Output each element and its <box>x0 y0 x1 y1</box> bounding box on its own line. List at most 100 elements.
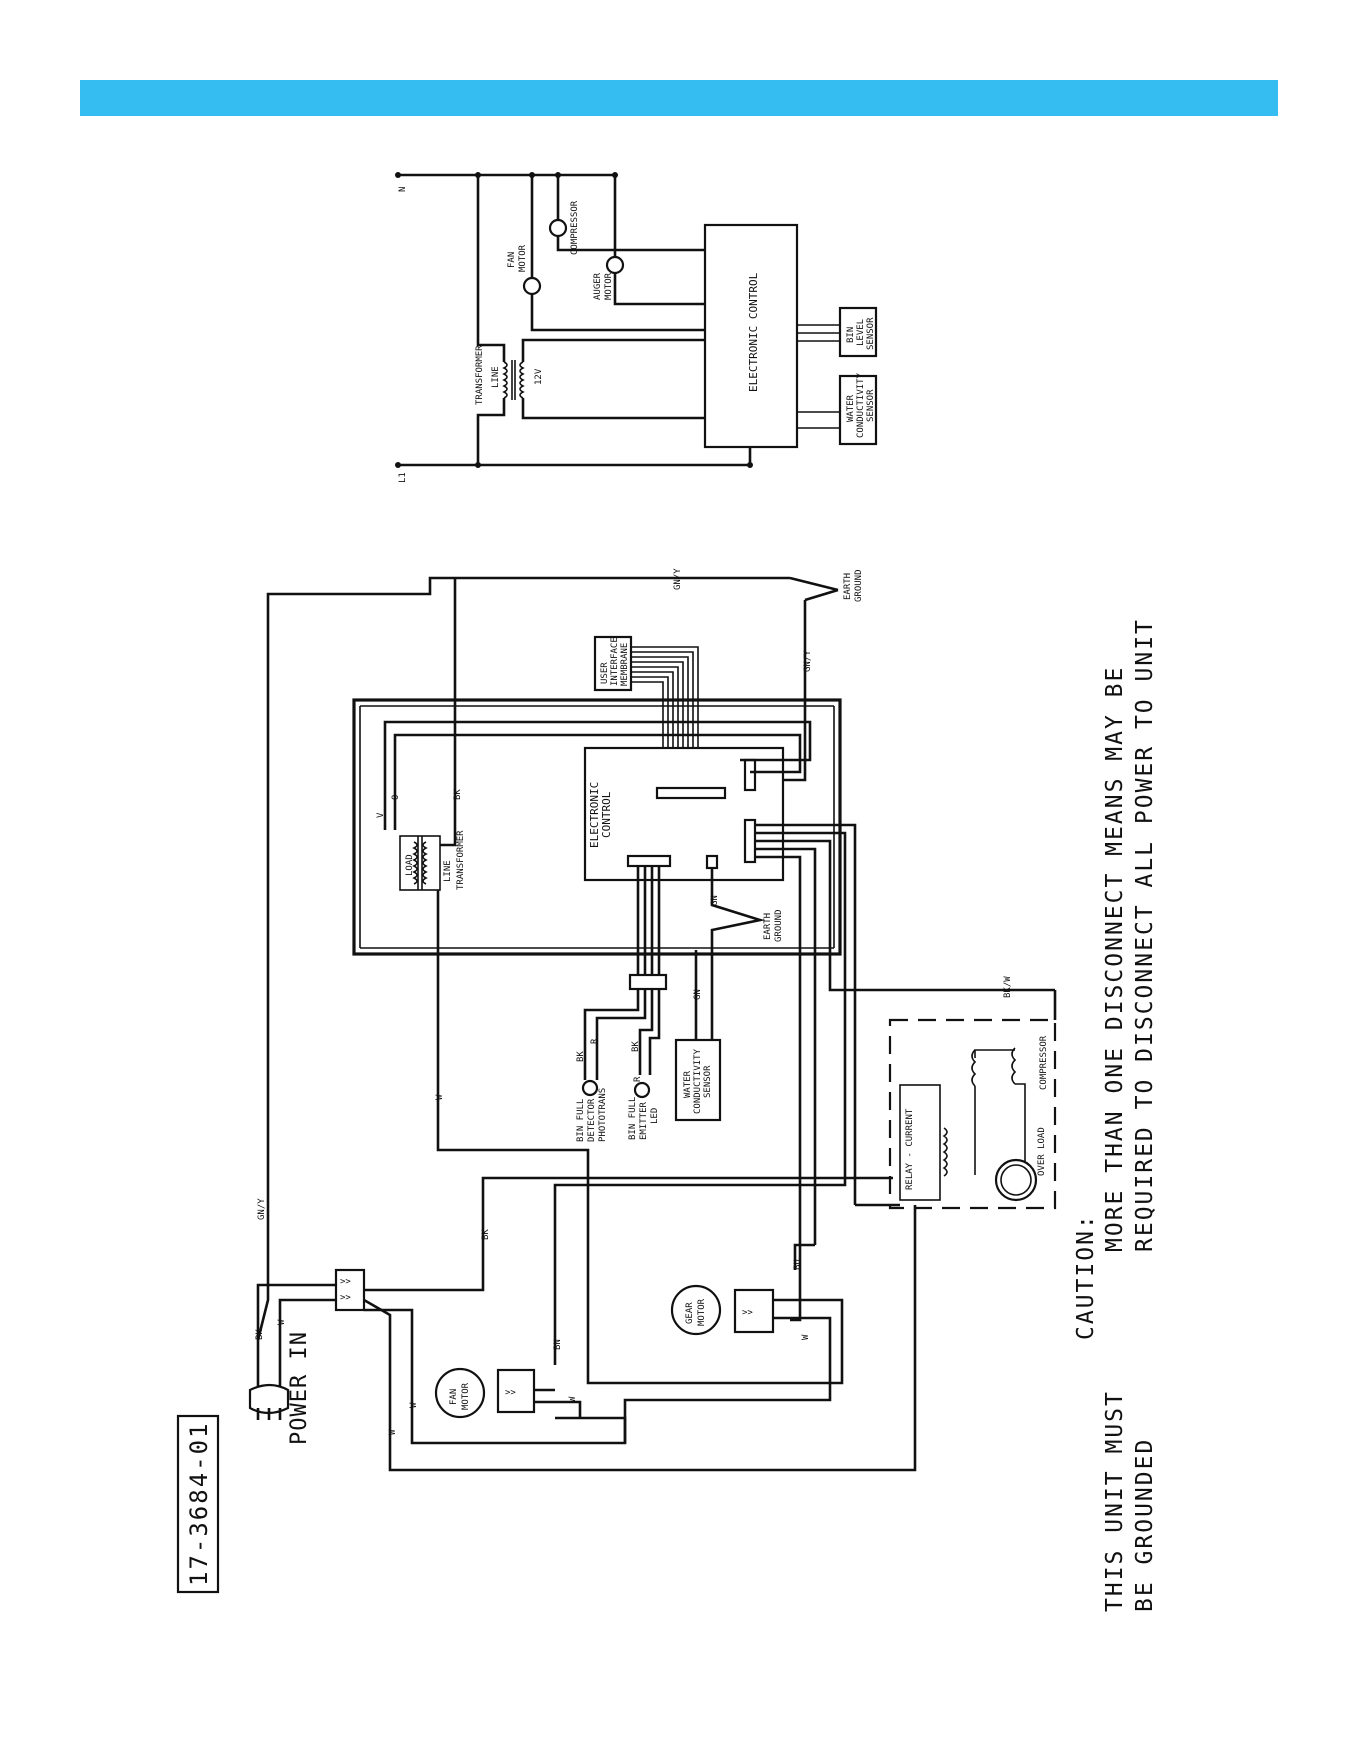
compressor-assembly <box>888 1018 1057 1210</box>
wiring-gn-sensor: GN <box>693 989 703 1000</box>
schematic-l1-label: L1 <box>398 472 408 483</box>
wiring-ec-earth-1: EARTH <box>763 913 773 940</box>
schematic-bin-label-1: BIN <box>846 327 856 343</box>
schematic-auger-label-2: MOTOR <box>604 272 614 300</box>
ui-label-1: USER <box>600 662 610 684</box>
fan-motor-icon <box>434 1367 486 1419</box>
bin-em-label-3: LED <box>650 1108 660 1124</box>
relay-label: RELAY - CURRENT <box>905 1108 915 1190</box>
ec-connector-bin <box>626 854 672 868</box>
gear-motor-connector <box>733 1288 775 1334</box>
ec-connector-top <box>655 786 727 800</box>
ec-connector-ui <box>743 758 757 792</box>
wiring-load-label: LOAD <box>405 854 415 876</box>
wiring-bkw-label: BK/W <box>1003 976 1013 998</box>
wiring-r-bin: R <box>590 1038 600 1044</box>
wiring-bk2-bin: BK <box>631 1041 641 1052</box>
wiring-earth-label-2: GROUND <box>854 569 864 602</box>
ui-label-3: MEMBRANE <box>620 643 630 686</box>
schematic-auger-motor-icon <box>605 255 625 275</box>
wiring-w-gear: W <box>801 1334 811 1340</box>
ec-connector-ground <box>705 854 719 870</box>
wiring-ec-earth-2: GROUND <box>774 909 784 942</box>
wiring-line-label: LINE <box>443 860 453 882</box>
schematic-water-cond-sensor <box>838 374 878 446</box>
bin-full-detector-icon <box>581 1079 599 1097</box>
plug-chevron-2: >> <box>340 1293 351 1303</box>
wcs-label-1: WATER <box>683 1070 693 1098</box>
bin-em-label-2: EMITTER <box>639 1101 649 1140</box>
wiring-panel: GN/Y EARTH GROUND GN/Y USER INTERFACE ME… <box>248 568 1057 1472</box>
part-number: 17-3684-01 <box>185 1422 213 1587</box>
schematic-compressor-label: COMPRESSOR <box>570 200 580 255</box>
fan-motor-connector <box>496 1368 536 1414</box>
caution-title: CAUTION: <box>1073 1213 1099 1340</box>
bin-em-label-1: BIN FULL <box>628 1097 638 1140</box>
wiring-ec-label-1: ELECTRONIC <box>588 782 601 848</box>
overload-label: OVER LOAD <box>1037 1127 1047 1176</box>
wiring-ec-label-2: CONTROL <box>600 791 613 838</box>
wiring-gy-left: GN/Y <box>257 1198 267 1220</box>
gear-motor-label-2: MOTOR <box>697 1298 707 1326</box>
control-box-enclosure <box>352 698 842 956</box>
wiring-w-l: W <box>388 1429 398 1435</box>
schematic-bin-label-3: SENSOR <box>866 317 876 350</box>
wiring-w-plug: W <box>277 1319 287 1325</box>
gear-motor-label-1: GEAR <box>685 1302 695 1324</box>
wiring-o-label: O <box>391 795 401 800</box>
plug-chevron-1: >> <box>340 1277 351 1287</box>
schematic-ec-label: ELECTRONIC CONTROL <box>747 272 760 392</box>
wiring-bk-main: BK <box>481 1229 491 1240</box>
overload-icon <box>994 1158 1038 1202</box>
caution-note: CAUTION: MORE THAN ONE DISCONNECT MEANS … <box>1073 618 1158 1340</box>
schematic-transformer-label: TRANSFORMER <box>475 345 485 405</box>
bin-harness-connector <box>628 973 668 991</box>
compressor-label: COMPRESSOR <box>1039 1035 1049 1090</box>
caution-line-1: MORE THAN ONE DISCONNECT MEANS MAY BE <box>1102 666 1128 1252</box>
wiring-bu-label: BU <box>793 1259 803 1270</box>
bin-det-label-1: BIN FULL <box>576 1099 586 1142</box>
schematic-line-label: LINE <box>491 366 501 388</box>
ui-label-2: INTERFACE <box>610 637 620 686</box>
user-interface-membrane <box>593 635 633 692</box>
schematic-auger-label-1: AUGER <box>593 272 603 300</box>
schematic-wcs-label-3: SENSOR <box>866 389 876 422</box>
fan-motor-label-2: MOTOR <box>461 1382 471 1410</box>
wiring-water-cond-sensor <box>674 1038 722 1122</box>
wiring-transformer <box>399 835 441 891</box>
wiring-bk-plug: BK <box>255 1329 265 1340</box>
bin-full-emitter-icon <box>633 1081 651 1099</box>
ground-line-1: THIS UNIT MUST <box>1102 1390 1128 1612</box>
wiring-bk-label: BK <box>453 789 463 800</box>
wiring-bn-label: BN <box>553 1339 563 1350</box>
wiring-w-label: W <box>435 1094 445 1100</box>
schematic-n-label: N <box>398 187 408 192</box>
schematic-electronic-control <box>703 223 799 449</box>
bin-det-label-3: PHOTOTRANS <box>598 1088 608 1142</box>
wiring-w-l2: W <box>409 1402 419 1408</box>
gear-motor-icon <box>670 1284 722 1336</box>
part-number-box: 17-3684-01 <box>176 1414 220 1594</box>
wiring-gy-side-label: GN/Y <box>803 650 813 672</box>
header-bar <box>80 80 1278 116</box>
schematic-fan-label-2: MOTOR <box>518 244 528 272</box>
wcs-label-3: SENSOR <box>703 1065 713 1098</box>
caution-line-2: REQUIRED TO DISCONNECT ALL POWER TO UNIT <box>1132 618 1158 1252</box>
power-in-label: POWER IN <box>287 1331 312 1445</box>
ground-line-2: BE GROUNDED <box>1132 1438 1158 1612</box>
power-plug-icon <box>248 1383 290 1420</box>
schematic-wcs-label-1: WATER <box>846 394 856 422</box>
schematic-bin-label-2: LEVEL <box>856 319 866 346</box>
ec-connector-power <box>743 818 757 864</box>
wcs-label-2: CONDUCTIVITY <box>693 1048 703 1114</box>
wiring-gn-label: GN <box>710 895 720 906</box>
plug-terminal-block <box>334 1268 366 1312</box>
relay-current <box>899 1084 941 1201</box>
wiring-r2-bin: R <box>633 1076 643 1082</box>
wiring-v-label: V <box>376 812 386 818</box>
wiring-bk-bin: BK <box>576 1051 586 1062</box>
fan-conn-chevron: >> <box>505 1388 516 1398</box>
schematic-wcs-label-2: CONDUCTIVITY <box>856 372 866 438</box>
schematic-12v-label: 12V <box>534 368 544 385</box>
